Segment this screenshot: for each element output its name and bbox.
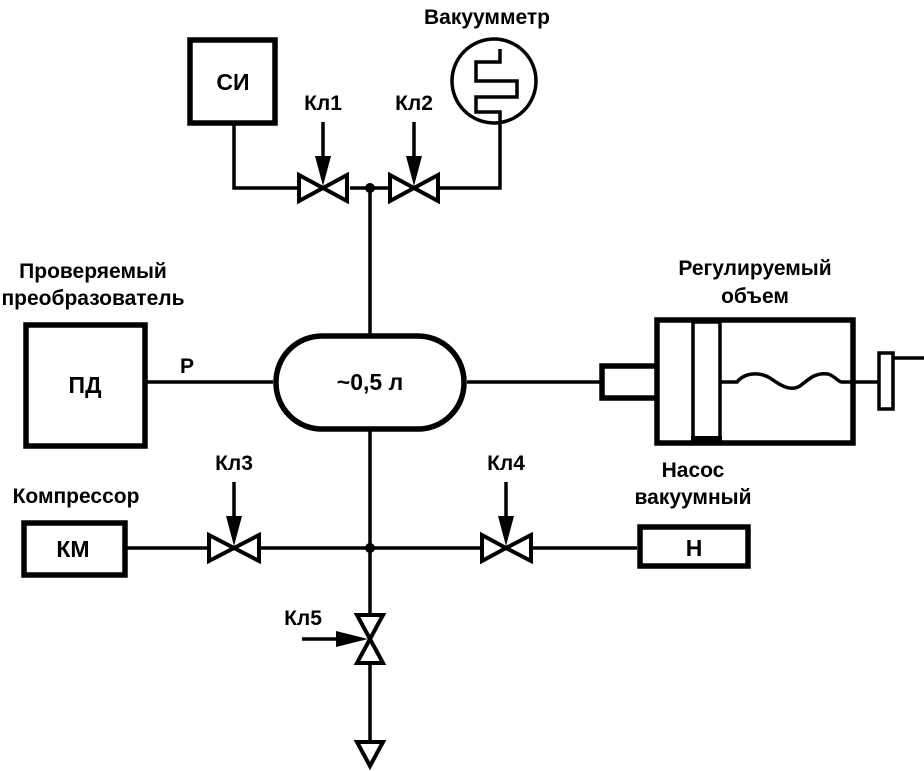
valve-kl5-label: Кл5 — [284, 607, 322, 630]
valve-kl4-right[interactable] — [501, 531, 533, 565]
piston-base — [691, 436, 722, 442]
valve-kl3-right[interactable] — [229, 531, 261, 565]
compressor[interactable]: Компрессор КМ — [13, 485, 140, 578]
valve-kl3-arrowhead-icon — [226, 516, 242, 546]
si-device[interactable]: СИ — [187, 37, 278, 126]
valve-kl3[interactable]: Кл3 — [207, 452, 261, 565]
si-label: СИ — [216, 69, 249, 95]
valve-kl5-arrowhead-icon — [336, 631, 368, 647]
pipe-kl2-vacuummeter — [440, 112, 502, 190]
adjustable-volume-piston[interactable] — [691, 320, 722, 443]
adjustable-volume-spring-rod — [720, 371, 878, 391]
vacuum-pump-box[interactable] — [637, 524, 751, 569]
transducer[interactable]: Проверяемый преобразователь ПД Р — [1, 260, 194, 449]
valve-kl1-arrowhead-icon — [315, 156, 331, 186]
compressor-box[interactable] — [21, 520, 128, 578]
valve-kl1[interactable]: Кл1 — [297, 92, 349, 205]
valve-kl5[interactable]: Кл5 — [284, 607, 387, 665]
vacuum-pump-label: Н — [686, 535, 703, 561]
junction-bottom — [365, 543, 375, 553]
valve-kl4[interactable]: Кл4 — [480, 452, 533, 565]
valve-kl5-top[interactable] — [353, 613, 387, 644]
exhaust-to-atmosphere-icon — [353, 740, 387, 771]
valve-kl3-label: Кл3 — [215, 452, 253, 475]
vacuum-pump[interactable]: Насос вакуумный Н — [635, 459, 752, 569]
adjustable-volume-caption-line1: Регулируемый — [678, 257, 831, 280]
vessel[interactable]: ~0,5 л — [273, 333, 467, 432]
valve-kl4-left[interactable] — [480, 531, 511, 565]
adjustable-volume-caption-line2: объем — [721, 285, 789, 308]
transducer-label: ПД — [69, 372, 102, 398]
transducer-box[interactable] — [23, 322, 148, 449]
pressure-port-label: Р — [180, 355, 194, 378]
junction-top — [365, 183, 375, 193]
vacuum-pump-caption-line1: Насос — [662, 459, 725, 482]
adjustable-volume-knob[interactable] — [877, 351, 895, 411]
valve-kl1-label: Кл1 — [304, 92, 342, 115]
vacuummeter-caption: Вакуумметр — [424, 6, 550, 29]
adjustable-volume-nozzle — [599, 363, 661, 401]
vessel-volume-label: ~0,5 л — [337, 369, 403, 395]
pipelines — [127, 112, 637, 742]
valve-kl2-right[interactable] — [409, 171, 440, 205]
pipe-si-kl1 — [232, 125, 297, 190]
valve-kl2-arrowhead-icon — [406, 156, 422, 186]
compressor-label: КМ — [56, 536, 89, 562]
valve-kl5-bottom[interactable] — [353, 634, 387, 665]
valve-kl4-arrowhead-icon — [498, 516, 514, 546]
valve-kl1-right[interactable] — [318, 171, 349, 205]
valve-kl3-left[interactable] — [207, 531, 239, 565]
vessel-shape[interactable] — [273, 333, 467, 432]
compressor-caption: Компрессор — [13, 485, 140, 508]
transducer-caption-line2: преобразователь — [1, 287, 184, 310]
vacuummeter[interactable]: Вакуумметр — [424, 6, 550, 125]
adjustable-volume-cylinder — [654, 317, 856, 446]
vacuummeter-element-icon — [474, 49, 519, 123]
vacuum-pump-caption-line2: вакуумный — [635, 486, 752, 509]
si-box[interactable] — [187, 37, 278, 126]
valve-kl2-left[interactable] — [388, 171, 419, 205]
valve-kl2[interactable]: Кл2 — [388, 92, 440, 205]
valve-kl4-label: Кл4 — [487, 452, 525, 475]
valve-kl1-left[interactable] — [297, 171, 328, 205]
adjustable-volume[interactable]: Регулируемый объем — [599, 257, 924, 446]
transducer-caption-line1: Проверяемый — [19, 260, 167, 283]
valve-kl2-label: Кл2 — [395, 92, 433, 115]
